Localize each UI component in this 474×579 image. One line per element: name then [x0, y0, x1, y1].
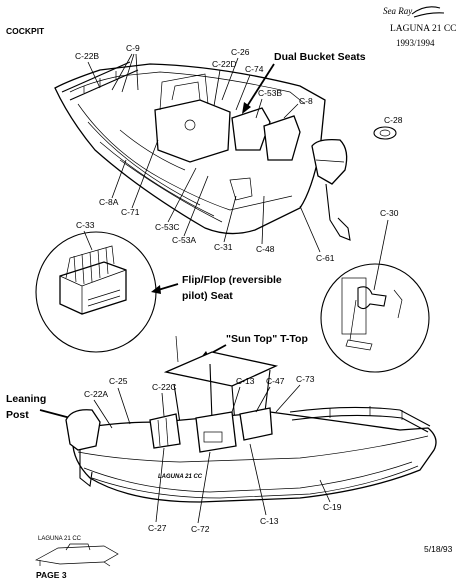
part-label-c8: C-8: [299, 96, 313, 106]
part-label-c61: C-61: [316, 253, 335, 263]
part-label-c19: C-19: [323, 502, 342, 512]
part-label-c27: C-27: [148, 523, 167, 533]
brand-script: Sea Ray: [383, 6, 412, 16]
part-label-c13-bottom: C-13: [260, 516, 279, 526]
part-label-c22c: C-22C: [152, 382, 177, 392]
arrow-flip-flop: [151, 283, 179, 294]
annotation-flip-flop-line1: Flip/Flop (reversible: [182, 274, 282, 286]
part-label-c22b: C-22B: [75, 51, 99, 61]
part-label-c26: C-26: [231, 47, 250, 57]
annotation-sun-top: "Sun Top" T-Top: [226, 333, 308, 345]
c28-part-drawing: [373, 126, 397, 140]
detail-circle-c30: [320, 263, 430, 373]
bottom-boat-drawing: LAGUNA 21 CC: [65, 335, 437, 503]
model-years: 1993/1994: [396, 38, 435, 48]
hull-name-decal: LAGUNA 21 CC: [158, 474, 203, 480]
top-boat-labels: C-22B C-9 C-26 C-22D C-74 C-53B C-8 C-8A…: [75, 43, 335, 263]
part-label-c25: C-25: [109, 376, 128, 386]
annotation-leaning-post-line1: Leaning: [6, 393, 46, 405]
arrow-dual-bucket-seats: [242, 63, 275, 114]
annotation-flip-flop-line2: pilot) Seat: [182, 290, 233, 302]
part-label-c30: C-30: [380, 208, 399, 218]
model-name: LAGUNA 21 CC: [390, 24, 457, 34]
part-label-c13-top: C-13: [236, 376, 255, 386]
part-label-c8a: C-8A: [99, 197, 119, 207]
drawing-date: 5/18/93: [424, 544, 453, 554]
detail-circle-c33: [35, 231, 157, 353]
annotation-leaning-post-line2: Post: [6, 409, 29, 421]
thumbnail-label: LAGUNA 21 CC: [38, 536, 82, 542]
section-title: COCKPIT: [6, 26, 45, 36]
part-label-c53a: C-53A: [172, 235, 196, 245]
brand-logo: Sea Ray: [383, 6, 445, 18]
part-label-c53b: C-53B: [258, 88, 282, 98]
part-label-c22d: C-22D: [212, 59, 237, 69]
part-label-c31: C-31: [214, 242, 233, 252]
part-label-c53c: C-53C: [155, 222, 180, 232]
part-label-c73: C-73: [296, 374, 315, 384]
bottom-boat-labels: C-25 C-22A C-22C C-13 C-47 C-73 C-27 C-7…: [84, 374, 342, 534]
part-label-c74: C-74: [245, 64, 264, 74]
part-label-c9: C-9: [126, 43, 140, 53]
part-label-c47: C-47: [266, 376, 285, 386]
annotation-dual-bucket-seats: Dual Bucket Seats: [274, 51, 366, 63]
part-label-c48: C-48: [256, 244, 275, 254]
part-label-c33: C-33: [76, 220, 95, 230]
page-number: PAGE 3: [36, 570, 67, 579]
part-label-c72: C-72: [191, 524, 210, 534]
footer-thumbnail: LAGUNA 21 CC: [28, 534, 124, 567]
part-label-c28: C-28: [384, 115, 403, 125]
part-label-c22a: C-22A: [84, 389, 108, 399]
top-boat-drawing: [54, 61, 351, 241]
part-label-c71: C-71: [121, 207, 140, 217]
